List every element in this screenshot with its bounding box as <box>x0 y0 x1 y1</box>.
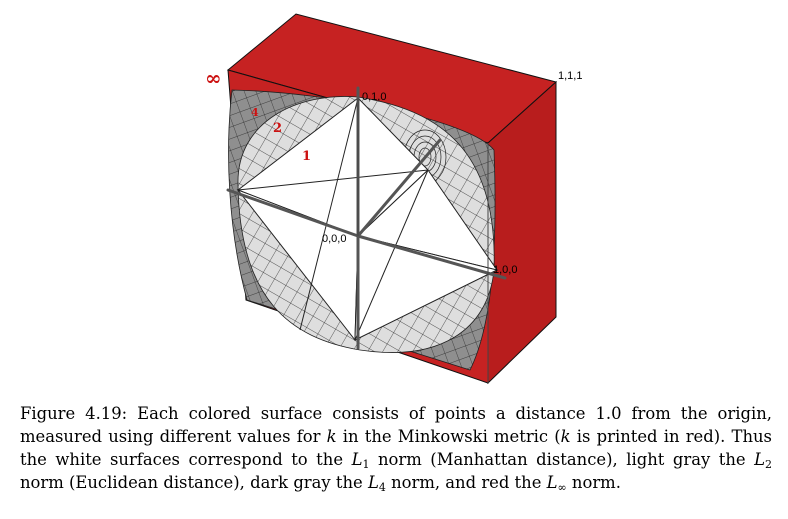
label-1-0-0: 1,0,0 <box>493 264 517 276</box>
label-origin: 0,0,0 <box>322 233 346 245</box>
x-axis-neg <box>356 138 442 238</box>
z-axis <box>226 188 360 238</box>
label-0-1-0: 0,1,0 <box>362 91 386 103</box>
figure-caption: Figure 4.19: Each colored surface consis… <box>20 404 773 494</box>
label-1-1-1: 1,1,1 <box>558 70 582 82</box>
minkowski-norm-figure: 0,0,0 1,0,0 0,1,0 1,1,1 ∞ 4 2 1 <box>205 13 582 385</box>
l1-octahedron <box>236 96 499 342</box>
k-label-1: 1 <box>302 149 311 164</box>
x-axis <box>356 234 507 280</box>
k-label-2: 2 <box>273 121 282 136</box>
k-label-4: 4 <box>251 106 259 119</box>
k-label-infinity: ∞ <box>205 66 222 90</box>
caption-figure-label: Figure 4.19: <box>20 404 128 423</box>
